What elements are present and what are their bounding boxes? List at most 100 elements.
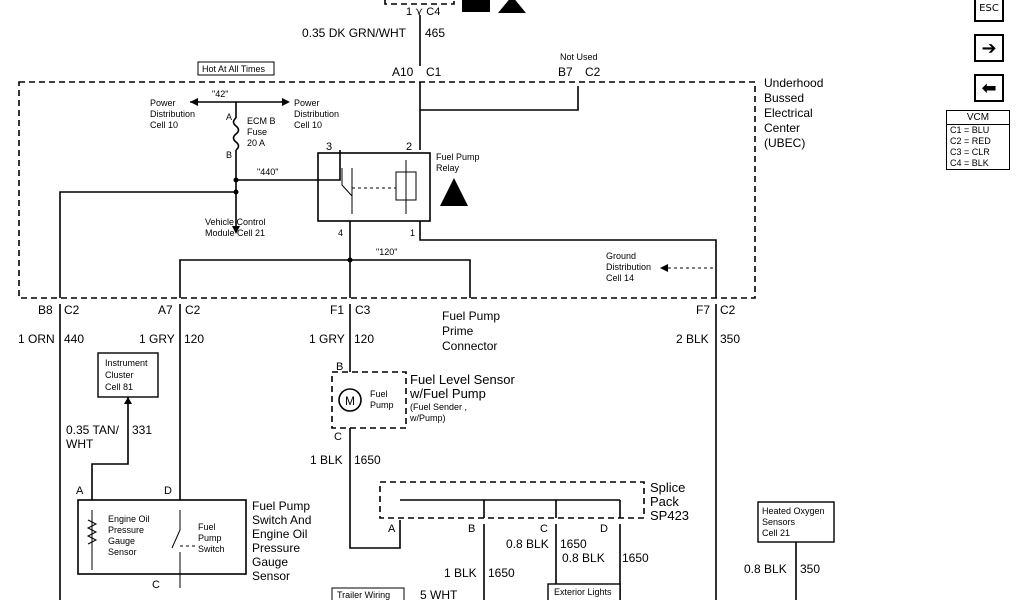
wire-1blk-c: 1 BLK <box>444 566 477 580</box>
top-connector-outline <box>384 0 455 5</box>
q42-label: "42" <box>212 89 228 99</box>
wire-tan-label-2: WHT <box>66 437 94 451</box>
arrow-right-icon: ➔ <box>981 37 997 59</box>
junction-b8 <box>233 189 239 195</box>
sensor-title-2: w/Fuel Pump <box>409 386 486 401</box>
ubec-title-1: Underhood <box>764 76 823 90</box>
eop-4: Sensor <box>108 547 137 557</box>
switch-pin-d: D <box>164 485 172 497</box>
junction-440 <box>233 177 239 183</box>
eop-3: Gauge <box>108 536 135 546</box>
wire-08blk-a: 0.8 BLK <box>506 537 549 551</box>
fuse-symbol <box>232 117 240 151</box>
esc-button[interactable]: ESC <box>974 0 1004 22</box>
wire-5wht: 5 WHT <box>420 588 458 600</box>
switch-internals <box>86 510 181 588</box>
fuse-3: 20 A <box>247 138 265 148</box>
eop-2: Pressure <box>108 525 144 535</box>
sensor-pin-c: C <box>334 431 342 443</box>
eop-1: Engine Oil <box>108 514 150 524</box>
relay-pin2: 2 <box>406 141 412 153</box>
a10-label: A10 <box>392 65 414 79</box>
prime-3: Connector <box>442 339 497 353</box>
junction-120 <box>347 257 353 263</box>
vcm-cell-2: Module Cell 21 <box>205 228 265 238</box>
wire-tan-331 <box>91 397 129 500</box>
arrow-up-icon <box>124 397 132 404</box>
pump-2: Pump <box>370 400 394 410</box>
wire-gry-a-label: 1 GRY <box>139 332 175 346</box>
next-page-button[interactable]: ➔ <box>974 34 1004 62</box>
previous-page-button[interactable]: ⬅ <box>974 74 1004 102</box>
q440-label: "440" <box>257 167 278 177</box>
c2-top-label: C2 <box>585 65 601 79</box>
switch-title-1: Fuel Pump <box>252 499 310 513</box>
vcm-legend-row: C1 = BLU <box>950 125 990 135</box>
wire-1650-c: 1650 <box>622 551 649 565</box>
ground-arrow-icon <box>660 264 668 272</box>
arrow-down-icon <box>232 226 240 234</box>
arrow-left-icon <box>190 98 198 106</box>
splice-title-1: Splice <box>650 480 685 495</box>
motor-icon <box>338 388 362 412</box>
splice-b: B <box>468 523 475 535</box>
wire-440-inner <box>236 150 341 181</box>
switch-title-5: Gauge <box>252 555 288 569</box>
vcm-legend-title: VCM <box>947 111 1009 125</box>
c1-label: C1 <box>426 65 442 79</box>
wire-350-label: 350 <box>720 332 740 346</box>
vcm-legend-row: C2 = RED <box>950 136 991 146</box>
exterior-lights-box <box>547 583 621 600</box>
switch-title-4: Pressure <box>252 541 300 555</box>
ho2s-2: Sensors <box>762 517 796 527</box>
wire-1650-b: 1650 <box>560 537 587 551</box>
ground-1: Ground <box>606 251 636 261</box>
a7-label: A7 <box>158 303 173 317</box>
f1-label: F1 <box>330 303 344 317</box>
relay-label-1: Fuel Pump <box>436 152 480 162</box>
ubec-title-3: Electrical <box>764 106 813 120</box>
ground-3: Cell 14 <box>606 273 634 283</box>
pdc-left-2: Distribution <box>150 109 195 119</box>
wire-orn-label: 1 ORN <box>18 332 55 346</box>
mountain-icon <box>498 0 526 13</box>
fuse-b: B <box>226 150 232 160</box>
f7-label: F7 <box>696 303 710 317</box>
ubec-title-4: Center <box>764 121 800 135</box>
wire-120-b-label: 120 <box>354 332 374 346</box>
wire-gry-b-label: 1 GRY <box>309 332 345 346</box>
pdc-right-2: Distribution <box>294 109 339 119</box>
splice-title-3: SP423 <box>650 508 689 523</box>
wire-120-a-label: 120 <box>184 332 204 346</box>
pdc-right-1: Power <box>294 98 320 108</box>
switch-pin-a: A <box>76 485 84 497</box>
wire-331-label: 331 <box>132 423 152 437</box>
bus-to-b7 <box>420 86 579 111</box>
cluster-2: Cluster <box>105 370 134 380</box>
wire-ground <box>419 221 717 298</box>
arrow-left-icon: ⬅ <box>981 77 997 99</box>
wire-350-b: 350 <box>800 562 820 576</box>
pdc-left-1: Power <box>150 98 176 108</box>
trailer-wiring-box <box>331 587 405 600</box>
wire-465-num: 465 <box>425 26 445 40</box>
prime-2: Prime <box>442 324 474 338</box>
wire-1650-num: 1650 <box>354 453 381 467</box>
fps-1: Fuel <box>198 522 216 532</box>
switch-title-6: Sensor <box>252 569 290 583</box>
trailer-wiring-label: Trailer Wiring <box>337 590 390 600</box>
vcm-legend-row: C4 = BLK <box>950 158 989 168</box>
switch-title-2: Switch And <box>252 513 311 527</box>
pdc-right-3: Cell 10 <box>294 120 322 130</box>
wire-blk-1650-label: 1 BLK <box>310 453 343 467</box>
sensor-sub-2: w/Pump) <box>409 413 446 423</box>
fuse-1: ECM B <box>247 116 276 126</box>
exterior-lights-label: Exterior Lights <box>554 587 612 597</box>
ubec-outline <box>18 81 756 299</box>
vcm-legend: VCM C1 = BLU C2 = RED C3 = CLR C4 = BLK <box>946 110 1010 170</box>
wire-08blk-c: 0.8 BLK <box>744 562 787 576</box>
ho2s-1: Heated Oxygen <box>762 506 825 516</box>
esc-label: ESC <box>979 2 999 14</box>
relay-pin3: 3 <box>326 141 332 153</box>
